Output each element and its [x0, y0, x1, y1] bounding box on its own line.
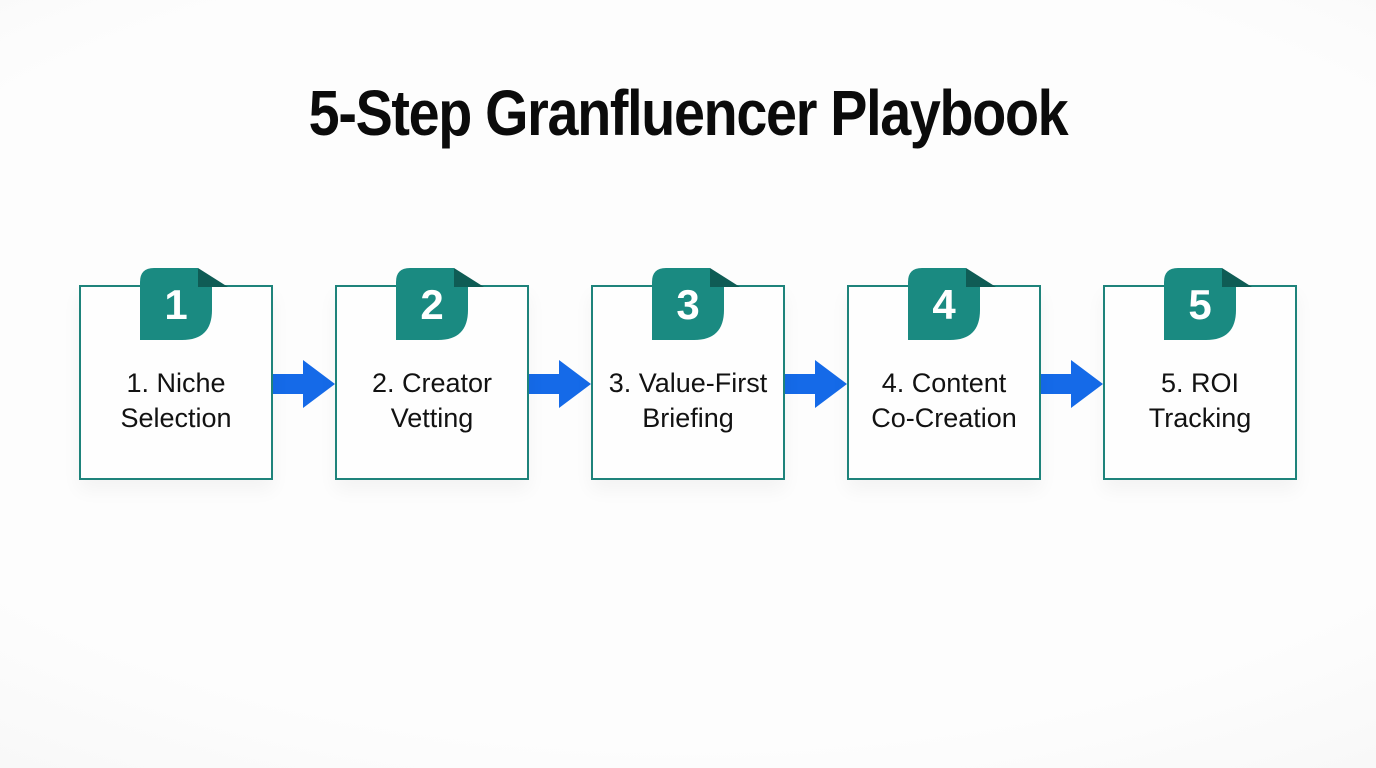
- step-card-3: 3 3. Value-First Briefing: [591, 267, 785, 480]
- bookmark-badge-icon: [652, 267, 740, 340]
- bookmark-badge-icon: [396, 267, 484, 340]
- step-label-line1: 1. Niche: [126, 367, 226, 398]
- step-number-badge: 3: [652, 267, 740, 340]
- step-number-badge: 1: [140, 267, 228, 340]
- bookmark-badge-icon: [140, 267, 228, 340]
- step-label-line2: Vetting: [390, 402, 474, 433]
- bookmark-badge-icon: [908, 267, 996, 340]
- arrow-right-icon: [529, 360, 591, 408]
- step-label: 1. Niche Selection: [120, 330, 231, 436]
- step-card-2: 2 2. Creator Vetting: [335, 267, 529, 480]
- step-number: 2: [420, 281, 444, 328]
- step-card-5: 5 5. ROI Tracking: [1103, 267, 1297, 480]
- page-title: 5-Step Granfluencer Playbook: [308, 77, 1069, 149]
- step-card-4: 4 4. Content Co-Creation: [847, 267, 1041, 480]
- step-label-line2: Tracking: [1148, 402, 1252, 433]
- step-label-line1: 2. Creator: [371, 367, 493, 398]
- step-label: 3. Value-First Briefing: [609, 330, 768, 436]
- step-label-line1: 4. Content: [881, 367, 1007, 398]
- step-label-line1: 5. ROI: [1160, 367, 1240, 398]
- step-label-line1: 3. Value-First: [608, 367, 768, 398]
- step-number-badge: 2: [396, 267, 484, 340]
- process-flow: 1 1. Niche Selection 2 2. Creator Vettin…: [79, 267, 1297, 480]
- step-label-line2: Co-Creation: [871, 402, 1017, 433]
- step-card-1: 1 1. Niche Selection: [79, 267, 273, 480]
- arrow-right-icon: [273, 360, 335, 408]
- step-label: 5. ROI Tracking: [1149, 330, 1252, 436]
- step-label-line2: Selection: [120, 402, 232, 433]
- step-number: 5: [1188, 281, 1212, 328]
- step-number: 3: [676, 281, 700, 328]
- step-label-line2: Briefing: [642, 402, 734, 433]
- step-label: 2. Creator Vetting: [372, 330, 492, 436]
- arrow-right-icon: [1041, 360, 1103, 408]
- step-number-badge: 4: [908, 267, 996, 340]
- step-number: 4: [932, 281, 956, 328]
- step-label: 4. Content Co-Creation: [871, 330, 1017, 436]
- arrow-right-icon: [785, 360, 847, 408]
- step-number: 1: [164, 281, 188, 328]
- bookmark-badge-icon: [1164, 267, 1252, 340]
- step-number-badge: 5: [1164, 267, 1252, 340]
